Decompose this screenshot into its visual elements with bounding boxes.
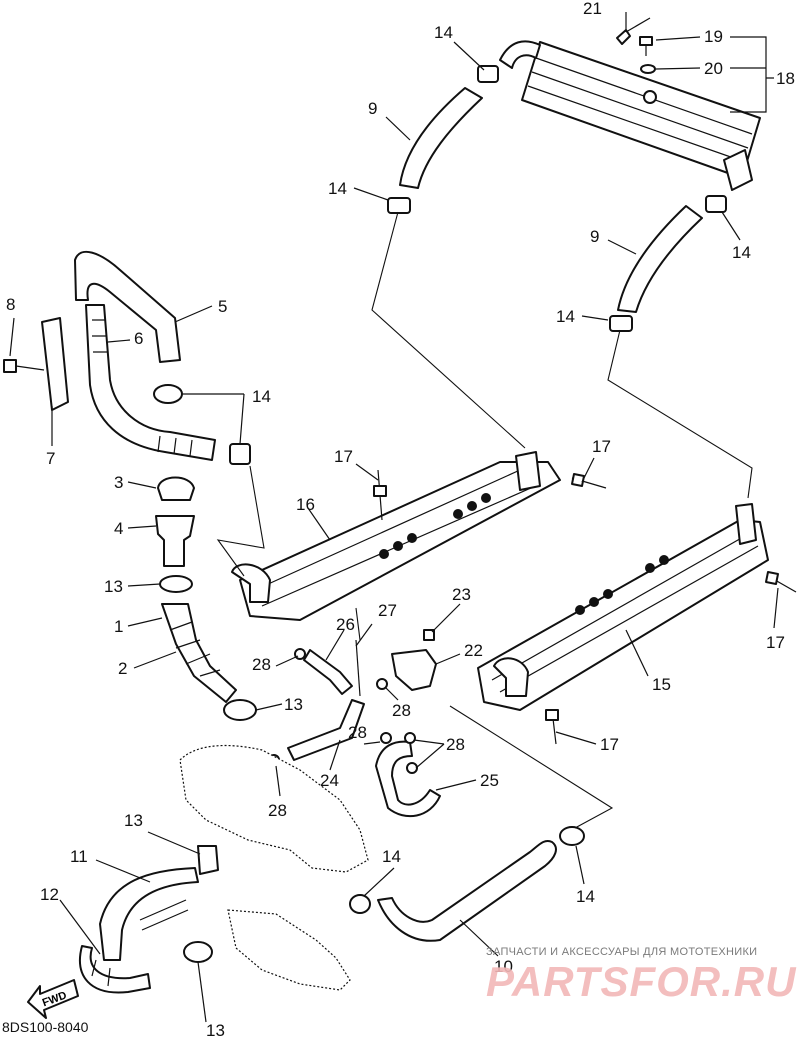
callout-24: 24 (320, 771, 339, 790)
engine-outline (179, 745, 369, 873)
callout-17: 17 (600, 735, 619, 754)
callout-14: 14 (556, 307, 575, 326)
hose-clamp-13 (183, 941, 213, 963)
oil-cooler (499, 40, 761, 191)
radiator-frame-16 (231, 451, 561, 621)
hose-9-right (617, 205, 703, 313)
fwd-arrow: FWD (27, 979, 79, 1019)
callout-23: 23 (452, 585, 471, 604)
callout-labels: 21 19 20 18 14 9 14 9 14 14 8 5 6 14 7 1… (6, 0, 795, 1039)
hose-26 (303, 649, 353, 695)
hose-11 (99, 867, 199, 961)
hose-6 (85, 304, 216, 461)
hose-clamp-13 (159, 575, 193, 593)
callout-14: 14 (382, 847, 401, 866)
callout-5: 5 (218, 297, 227, 316)
hose-clamp-13 (197, 845, 219, 875)
callout-13: 13 (124, 811, 143, 830)
bolt-17 (373, 469, 797, 745)
callout-4: 4 (114, 519, 123, 538)
callout-2: 2 (118, 659, 127, 678)
leader-lines (9, 12, 779, 1023)
connection-lines (216, 211, 753, 829)
callout-10: 10 (494, 957, 513, 976)
callout-3: 3 (114, 473, 123, 492)
bolt-8 (3, 359, 17, 373)
callout-14: 14 (328, 179, 347, 198)
hose-25 (375, 740, 441, 817)
hose-5 (74, 250, 181, 363)
callout-9: 9 (368, 99, 377, 118)
washer-20 (640, 64, 656, 74)
callout-28: 28 (252, 655, 271, 674)
callout-26: 26 (336, 615, 355, 634)
diagram-code: 8DS100-8040 (2, 1019, 89, 1035)
callout-13: 13 (206, 1021, 225, 1039)
callout-17: 17 (334, 447, 353, 466)
callout-17: 17 (766, 633, 785, 652)
callout-15: 15 (652, 675, 671, 694)
cap-3 (157, 476, 195, 501)
callout-19: 19 (704, 27, 723, 46)
callout-13: 13 (284, 695, 303, 714)
engine-lower (227, 909, 351, 991)
callout-8: 8 (6, 295, 15, 314)
callout-28: 28 (348, 723, 367, 742)
callout-12: 12 (40, 885, 59, 904)
watermark-logo: PARTSFOR.RU (486, 958, 797, 1005)
hose-24 (287, 699, 365, 761)
hose-1 (161, 603, 237, 703)
callout-14: 14 (732, 243, 751, 262)
callout-14: 14 (576, 887, 595, 906)
callout-9: 9 (590, 227, 599, 246)
watermark-subtitle: ЗАПЧАСТИ И АКСЕССУАРЫ ДЛЯ МОТОТЕХНИКИ (486, 946, 758, 958)
callout-6: 6 (134, 329, 143, 348)
radiator-frame-15 (477, 503, 769, 711)
callout-28: 28 (446, 735, 465, 754)
callout-18: 18 (776, 69, 795, 88)
hose-clamp-13 (223, 699, 257, 721)
wire-27 (355, 639, 361, 697)
callout-11: 11 (70, 847, 88, 866)
callout-14: 14 (252, 387, 271, 406)
callout-17: 17 (592, 437, 611, 456)
thermostat-housing-4 (155, 515, 195, 567)
callout-28: 28 (392, 701, 411, 720)
hose-10 (377, 840, 557, 942)
callout-7: 7 (46, 449, 55, 468)
callout-13: 13 (104, 577, 123, 596)
callout-28: 28 (268, 801, 287, 820)
callout-27: 27 (378, 601, 397, 620)
callout-1: 1 (114, 617, 123, 636)
callout-16: 16 (296, 495, 315, 514)
hose-clamp-14 (153, 65, 727, 914)
rivet-21 (616, 17, 651, 45)
fitting-22 (391, 649, 437, 691)
hose-clamp-28 (268, 648, 418, 774)
callout-21: 21 (583, 0, 602, 18)
bolt-19 (639, 36, 653, 56)
bracket-7 (41, 317, 69, 411)
callout-25: 25 (480, 771, 499, 790)
callout-14: 14 (434, 23, 453, 42)
callout-20: 20 (704, 59, 723, 78)
bolt-23 (423, 629, 435, 641)
callout-22: 22 (464, 641, 483, 660)
hose-9-upper (399, 87, 483, 189)
